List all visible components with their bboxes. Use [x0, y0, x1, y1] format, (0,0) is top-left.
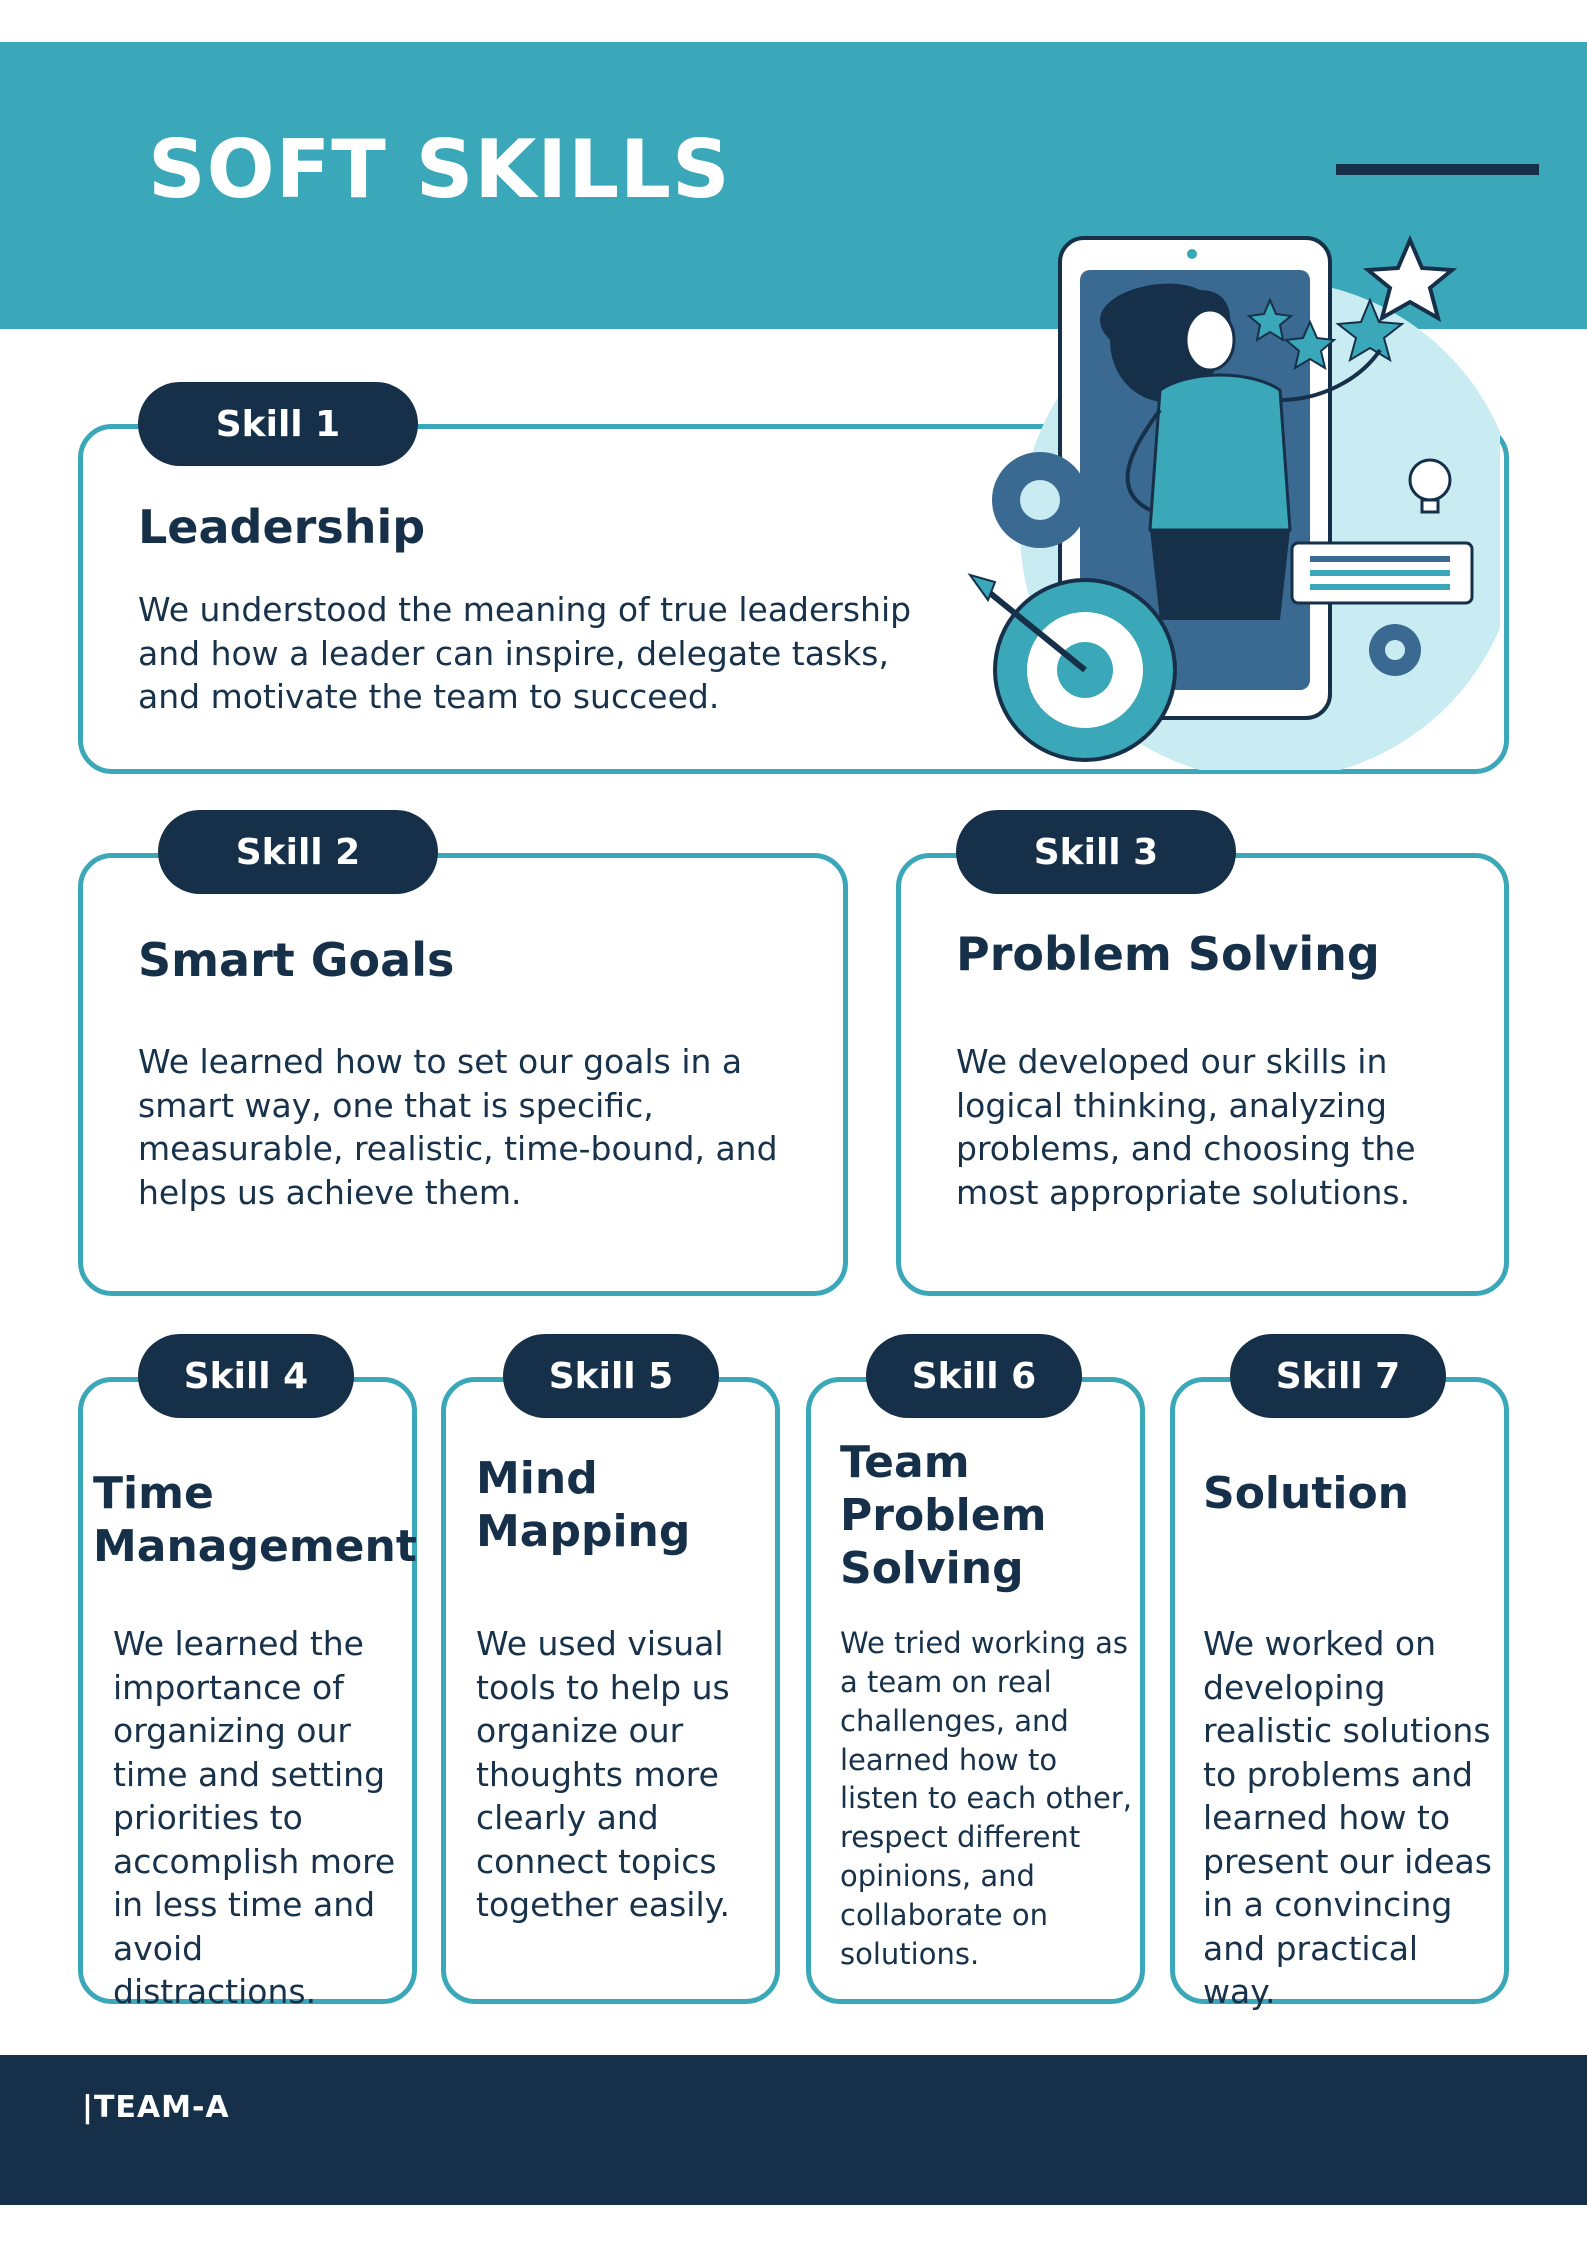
- title-rule: [1336, 164, 1539, 175]
- skill-text-1: We understood the meaning of true leader…: [138, 590, 912, 717]
- skill-title-1: Leadership: [138, 500, 426, 554]
- skill-card-6: [806, 1377, 1145, 2004]
- skill-title-2: Smart Goals: [138, 933, 455, 987]
- skill-title-6: Team Problem Solving: [840, 1437, 1047, 1594]
- skill-card-7: [1170, 1377, 1509, 2004]
- skill-card-4: [78, 1377, 417, 2004]
- footer-team-label: |TEAM-A: [82, 2090, 230, 2125]
- skill-title-7: Solution: [1203, 1468, 1409, 1519]
- woman-phone-stars-target-icon: [967, 234, 1500, 770]
- skill-text-6: We tried working as a team on real chall…: [840, 1626, 1132, 1971]
- skill-card-2: [78, 853, 848, 1296]
- skill-tag-3: Skill 3: [956, 810, 1236, 894]
- skill-card-5: [441, 1377, 780, 2004]
- skill-text-7: We worked on developing realistic soluti…: [1203, 1624, 1492, 2012]
- page-title: SOFT SKILLS: [148, 123, 731, 216]
- skill-text-3: We developed our skills in logical think…: [956, 1042, 1416, 1212]
- skill-tag-1: Skill 1: [138, 382, 418, 466]
- skill-tag-6: Skill 6: [866, 1334, 1082, 1418]
- skill-tag-4: Skill 4: [138, 1334, 354, 1418]
- skill-text-2: We learned how to set our goals in a sma…: [138, 1042, 778, 1212]
- footer-band: [0, 2055, 1587, 2205]
- skill-title-5: Mind Mapping: [476, 1453, 691, 1557]
- skill-title-4: Time Management: [93, 1468, 417, 1572]
- skill-text-4: We learned the importance of organizing …: [113, 1624, 396, 2012]
- skill-title-3: Problem Solving: [956, 927, 1380, 981]
- skill-text-5: We used visual tools to help us organize…: [476, 1624, 730, 1925]
- skill-tag-7: Skill 7: [1230, 1334, 1446, 1418]
- skill-tag-2: Skill 2: [158, 810, 438, 894]
- skill-tag-5: Skill 5: [503, 1334, 719, 1418]
